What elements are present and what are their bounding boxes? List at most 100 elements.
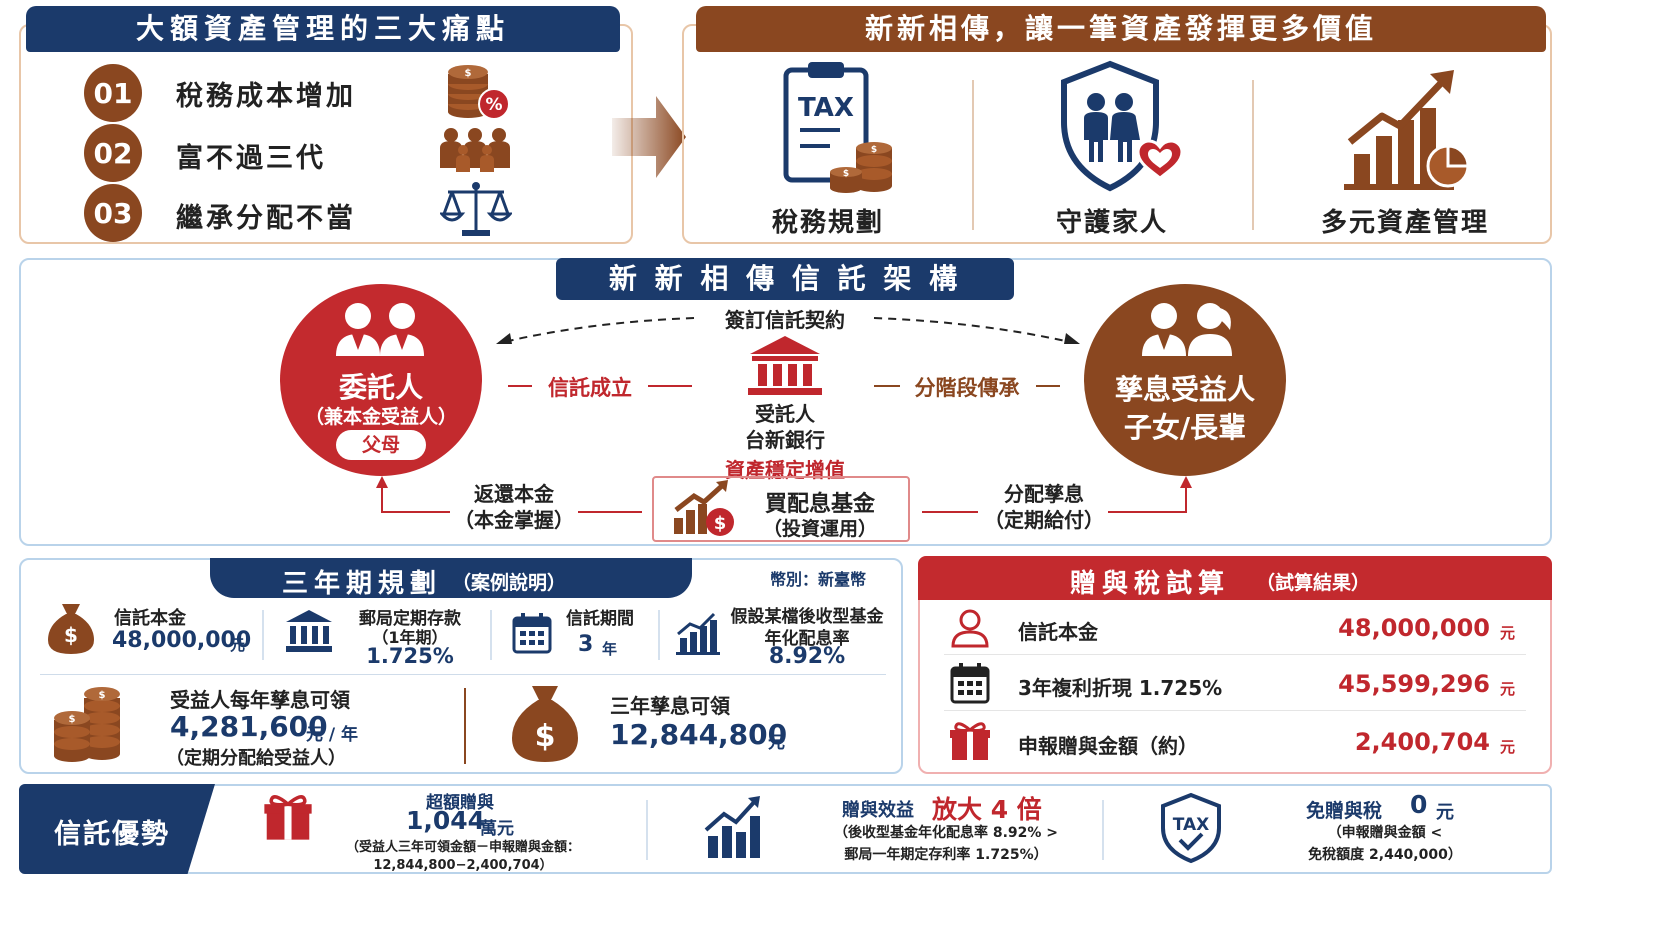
adv2-value: 放大 4 倍 xyxy=(932,795,1042,824)
gift-row3-value: 2,400,704 xyxy=(1354,728,1490,756)
plan-sep-3 xyxy=(658,610,660,660)
contract-arrows xyxy=(496,317,1080,344)
beneficiary-line2: 子女/長輩 xyxy=(1123,411,1247,444)
pain-number-2: 02 xyxy=(84,124,142,182)
person-icon xyxy=(951,609,989,648)
fund-box xyxy=(652,476,910,542)
benefit-label-3: 多元資產管理 xyxy=(1320,208,1489,238)
tax-shield-icon: TAX xyxy=(1161,792,1221,864)
plan-fund-rate: 8.92% xyxy=(768,644,846,669)
adv3-value: 0 xyxy=(1410,790,1428,819)
plan-total-unit: 元 xyxy=(768,733,785,753)
distribute-arrow xyxy=(922,476,1192,513)
plan-title: 三年期規劃 xyxy=(282,569,443,599)
return-line2: （本金掌握） xyxy=(454,508,574,532)
beneficiary-line1: 孳息受益人 xyxy=(1114,373,1255,406)
right-link-label: 分階段傳承 xyxy=(914,376,1020,400)
plan-total-value: 12,844,800 xyxy=(610,718,788,751)
adv3-label: 免贈與稅 xyxy=(1306,800,1383,822)
bank-icon xyxy=(748,336,822,395)
gift-subtitle: （試算結果） xyxy=(1256,572,1371,594)
gift-title: 贈與稅試算 xyxy=(1070,569,1231,599)
gift-row2-label: 3年複利折現 1.725% xyxy=(1018,676,1223,700)
gift-row3-label: 申報贈與金額（約） xyxy=(1018,734,1198,758)
coin-stack-icon: $ $ xyxy=(54,687,120,762)
gift-row1-value: 48,000,000 xyxy=(1338,614,1490,642)
svg-text:$: $ xyxy=(69,714,76,725)
svg-text:$: $ xyxy=(871,145,877,155)
scales-icon xyxy=(440,182,512,236)
plan-annual-value: 4,281,600 xyxy=(170,710,328,743)
adv-sep-1 xyxy=(646,800,648,860)
adv2-label: 贈與效益 xyxy=(842,800,914,821)
adv-tax-text: TAX xyxy=(1173,815,1210,835)
value-divider-1 xyxy=(972,80,974,230)
right-link-line-a xyxy=(874,385,900,387)
adv-sep-2 xyxy=(1102,800,1104,860)
dist-line1: 分配孳息 xyxy=(1004,482,1084,506)
plan-sep-2 xyxy=(490,610,492,660)
family-icon xyxy=(440,128,510,172)
settlor-name: 委託人 xyxy=(338,371,423,404)
gift-header xyxy=(918,556,1552,600)
value-title: 新新相傳，讓一筆資產發揮更多價值 xyxy=(696,6,1546,52)
svg-text:$: $ xyxy=(465,68,472,79)
plan-deposit-label: 郵局定期存款 xyxy=(359,609,461,629)
plan-header xyxy=(210,558,692,598)
post-office-bank-icon xyxy=(286,610,332,652)
plan-annual-sub: （定期分配給受益人） xyxy=(166,748,346,769)
calendar-icon xyxy=(950,663,990,704)
advantage-title-bg xyxy=(19,784,215,874)
adv1-note2: 12,844,800−2,400,704） xyxy=(373,858,553,873)
money-bag-large-icon: $ xyxy=(512,686,578,762)
adv3-note2: 免稅額度 2,440,000） xyxy=(1308,847,1462,863)
pain-label-1: 稅務成本增加 xyxy=(176,81,356,112)
growth-chart-icon xyxy=(1344,70,1470,190)
gift-row2-value: 45,599,296 xyxy=(1338,670,1490,698)
svg-text:$: $ xyxy=(714,513,727,534)
plan-subtitle: （案例說明） xyxy=(452,572,567,594)
pain-number-3: 03 xyxy=(84,184,142,242)
left-link-line-b xyxy=(648,385,692,387)
svg-text:%: % xyxy=(485,95,502,115)
plan-currency: 幣別：新臺幣 xyxy=(770,570,867,589)
dist-line2: （定期給付） xyxy=(984,508,1104,532)
right-link-line-b xyxy=(1036,385,1060,387)
plan-period-unit: 年 xyxy=(602,640,618,658)
plan-divider xyxy=(40,674,886,675)
plan-fund-label: 假設某檔後收型基金 xyxy=(730,607,884,627)
plan-principal-value: 48,000,000 xyxy=(112,628,252,653)
fund-chart-icon xyxy=(676,612,720,655)
adv2-note1: （後收型基金年化配息率 8.92% > xyxy=(833,825,1059,841)
parents-icon xyxy=(336,303,424,356)
trustee-bank: 台新銀行 xyxy=(745,428,825,452)
svg-text:$: $ xyxy=(535,719,556,754)
settlor-sub: （兼本金受益人） xyxy=(304,406,457,428)
gift-icon xyxy=(950,722,990,760)
plan-principal-unit: 元 xyxy=(230,636,246,654)
fund-sub: （投資運用） xyxy=(762,518,877,540)
benefit-label-1: 稅務規劃 xyxy=(771,208,884,238)
structure-title: 新 新 相 傳 信 託 架 構 xyxy=(556,258,1014,300)
pain-number-1: 01 xyxy=(84,64,142,122)
plan-annual-unit: 元 / 年 xyxy=(306,725,359,745)
plan-period-label: 信託期間 xyxy=(566,609,634,629)
plan-total-label: 三年孳息可領 xyxy=(610,694,730,718)
plan-principal-label: 信託本金 xyxy=(114,608,186,629)
plan-period-value: 3 xyxy=(578,632,594,657)
coins-percent-icon: $ % xyxy=(448,65,510,120)
left-link-label: 信託成立 xyxy=(548,376,632,400)
gift-row1-label: 信託本金 xyxy=(1018,620,1098,644)
svg-text:$: $ xyxy=(64,623,78,647)
value-divider-2 xyxy=(1252,80,1254,230)
plan-deposit-rate: 1.725% xyxy=(366,644,454,668)
benefit-label-2: 守護家人 xyxy=(1055,208,1168,238)
pain-label-2: 富不過三代 xyxy=(176,143,326,174)
plan-fund-label2: 年化配息率 xyxy=(764,629,850,649)
plan-calendar-icon xyxy=(512,613,552,654)
pain-title: 大額資產管理的三大痛點 xyxy=(26,6,620,52)
fund-title: 買配息基金 xyxy=(764,492,875,517)
plan-sep-1 xyxy=(262,610,264,660)
return-arrow xyxy=(376,476,642,513)
plan-deposit-sub: （1年期） xyxy=(372,628,448,647)
